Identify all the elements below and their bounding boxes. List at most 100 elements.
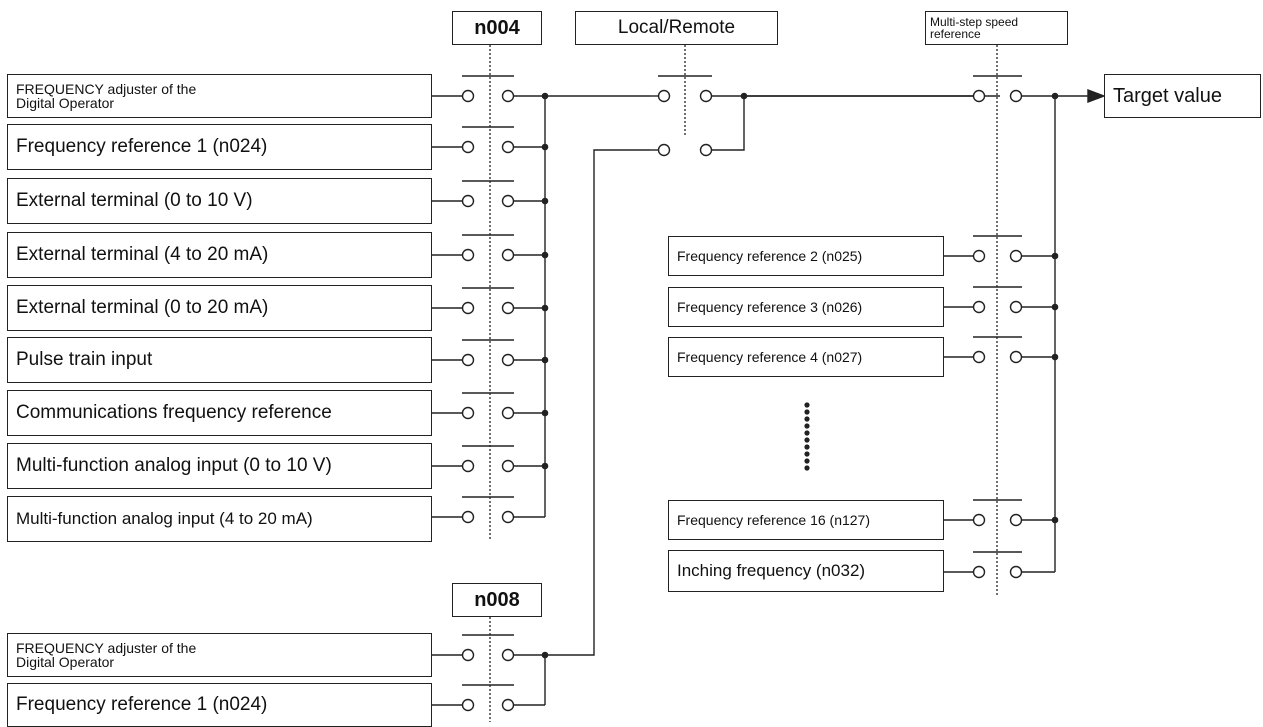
junction-dot xyxy=(1051,516,1059,524)
ellipsis-dot xyxy=(804,465,810,471)
n008-input-freq-adjuster-line2: Digital Operator xyxy=(16,654,115,670)
contact-terminal xyxy=(461,353,475,367)
input-freq-adjuster: FREQUENCY adjuster of the Digital Operat… xyxy=(7,74,432,118)
local-remote-selector-box: Local/Remote xyxy=(575,11,778,45)
contact-terminal xyxy=(461,301,475,315)
input-freq-ref4-label: Frequency reference 4 (n027) xyxy=(677,349,863,365)
junction-dot xyxy=(1051,92,1059,100)
input-freq-ref2-label: Frequency reference 2 (n025) xyxy=(677,248,863,264)
n008-input-freq-adjuster-line1: FREQUENCY adjuster of the xyxy=(16,640,197,656)
junction-dot xyxy=(541,92,549,100)
n008-label: n008 xyxy=(474,588,520,611)
input-ext-0-10v-label: External terminal (0 to 10 V) xyxy=(16,190,253,211)
junction-dot xyxy=(541,304,549,312)
contact-terminal xyxy=(657,89,671,103)
contact-terminal xyxy=(501,698,515,712)
contact-terminal xyxy=(1009,249,1023,263)
ellipsis-dot xyxy=(804,423,810,429)
junction-dot xyxy=(541,356,549,364)
input-ext-0-20ma-label: External terminal (0 to 20 mA) xyxy=(16,297,269,318)
contact-terminal xyxy=(501,353,515,367)
contact-terminal xyxy=(461,248,475,262)
junction-dot xyxy=(541,197,549,205)
junction-dot xyxy=(541,143,549,151)
multi-step-label-line1: Multi-step speed xyxy=(930,15,1019,29)
input-mf-analog-4-20ma: Multi-function analog input (4 to 20 mA) xyxy=(7,496,432,542)
n008-input-freq-ref1: Frequency reference 1 (n024) xyxy=(7,683,432,727)
junction-dot xyxy=(541,651,549,659)
input-freq-adjuster-line2: Digital Operator xyxy=(16,95,115,111)
contact-terminal xyxy=(501,510,515,524)
input-ext-0-20ma: External terminal (0 to 20 mA) xyxy=(7,285,432,331)
junction-dot xyxy=(1051,252,1059,260)
input-inching: Inching frequency (n032) xyxy=(668,550,944,592)
contact-terminal xyxy=(501,301,515,315)
input-ext-0-10v: External terminal (0 to 10 V) xyxy=(7,178,432,224)
contact-terminal xyxy=(461,648,475,662)
junction-dot xyxy=(1051,353,1059,361)
contact-terminal xyxy=(501,648,515,662)
input-freq-ref3-label: Frequency reference 3 (n026) xyxy=(677,299,863,315)
n004-label: n004 xyxy=(474,16,520,39)
contact-terminal xyxy=(972,565,986,579)
input-comm-freq-label: Communications frequency reference xyxy=(16,402,332,423)
ellipsis-dot xyxy=(804,451,810,457)
contact-terminal xyxy=(699,143,713,157)
ellipsis-dot xyxy=(804,416,810,422)
junction-dot xyxy=(541,251,549,259)
target-value-label: Target value xyxy=(1113,84,1222,107)
input-pulse-train: Pulse train input xyxy=(7,337,432,383)
ellipsis-dot xyxy=(804,409,810,415)
input-ext-4-20ma-label: External terminal (4 to 20 mA) xyxy=(16,244,269,265)
target-value-box: Target value xyxy=(1104,74,1261,118)
n008-input-freq-ref1-label: Frequency reference 1 (n024) xyxy=(16,694,268,715)
contact-terminal xyxy=(972,249,986,263)
input-freq-ref3: Frequency reference 3 (n026) xyxy=(668,287,944,327)
contact-terminal xyxy=(461,459,475,473)
n008-to-local-remote xyxy=(545,149,650,656)
contact-terminal xyxy=(501,194,515,208)
contact-terminal xyxy=(1009,89,1023,103)
ellipsis-dot xyxy=(804,444,810,450)
contact-terminal xyxy=(501,140,515,154)
multi-step-label-line2: reference xyxy=(930,27,981,41)
junction-dot xyxy=(740,92,748,100)
junction-dot xyxy=(541,409,549,417)
n008-input-freq-adjuster: FREQUENCY adjuster of the Digital Operat… xyxy=(7,633,432,677)
junctions xyxy=(541,92,1059,659)
contact-terminal xyxy=(657,143,671,157)
ellipsis-dot xyxy=(804,430,810,436)
contact-terminal xyxy=(501,248,515,262)
multi-step-speed-reference-box: Multi-step speed reference xyxy=(925,11,1068,45)
junction-dot xyxy=(541,462,549,470)
wires xyxy=(432,88,1106,706)
input-mf-analog-0-10v-label: Multi-function analog input (0 to 10 V) xyxy=(16,455,332,476)
input-freq-ref16: Frequency reference 16 (n127) xyxy=(668,500,944,540)
contact-terminal xyxy=(1009,565,1023,579)
input-mf-analog-4-20ma-label: Multi-function analog input (4 to 20 mA) xyxy=(16,509,313,528)
input-freq-ref1-label: Frequency reference 1 (n024) xyxy=(16,136,268,157)
contact-terminal xyxy=(501,89,515,103)
contact-terminal xyxy=(461,89,475,103)
ellipsis-dot xyxy=(804,458,810,464)
contact-terminal xyxy=(972,513,986,527)
input-freq-ref4: Frequency reference 4 (n027) xyxy=(668,337,944,377)
input-inching-label: Inching frequency (n032) xyxy=(677,561,866,580)
contact-terminal xyxy=(461,194,475,208)
contact-terminal xyxy=(461,510,475,524)
contact-terminal xyxy=(972,350,986,364)
n004-selector-box: n004 xyxy=(452,11,542,45)
n008-selector-box: n008 xyxy=(452,583,542,617)
contact-terminal xyxy=(461,140,475,154)
input-comm-freq: Communications frequency reference xyxy=(7,390,432,436)
input-freq-adjuster-line1: FREQUENCY adjuster of the xyxy=(16,81,197,97)
ellipsis-dot xyxy=(804,437,810,443)
contact-terminal xyxy=(501,459,515,473)
input-pulse-train-label: Pulse train input xyxy=(16,349,153,370)
junction-dot xyxy=(1051,303,1059,311)
contact-terminal xyxy=(972,300,986,314)
input-freq-ref1: Frequency reference 1 (n024) xyxy=(7,124,432,170)
contact-terminal xyxy=(1009,513,1023,527)
input-freq-ref16-label: Frequency reference 16 (n127) xyxy=(677,512,870,528)
